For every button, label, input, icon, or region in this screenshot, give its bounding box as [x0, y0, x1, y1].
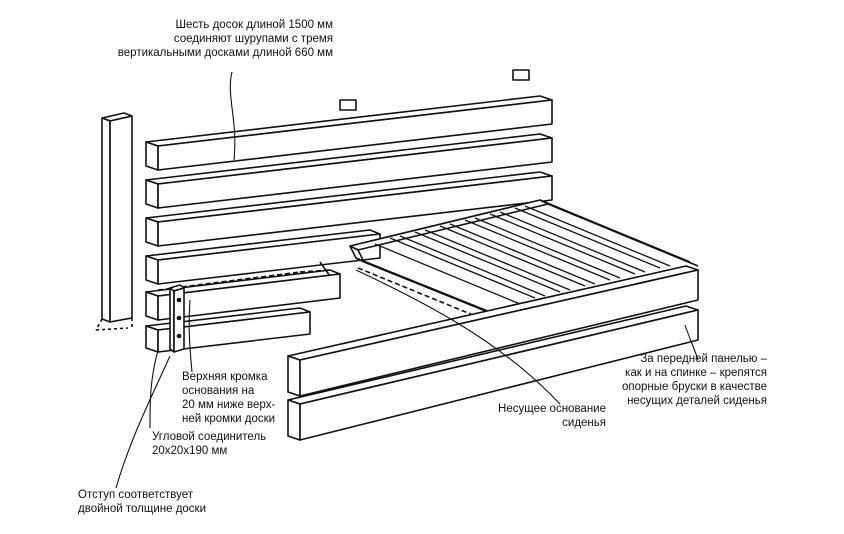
label-corner-connector: Угловой соединитель 20x20x190 мм	[152, 431, 267, 457]
label-front-panel: За передней панелью – как и на спинке – …	[621, 353, 767, 407]
back-boards	[145, 69, 553, 353]
front-panel	[287, 265, 699, 441]
label-back-boards: Шесть досок длиной 1500 мм соединяют шур…	[117, 19, 333, 59]
corner-connector	[169, 284, 185, 353]
label-top-edge: Верхняя кромка основания на 20 мм ниже в…	[182, 371, 276, 425]
label-seat-base: Несущее основание сиденья	[498, 403, 606, 429]
label-offset: Отступ соответствует двойной толщине дос…	[78, 489, 207, 515]
seat-frame	[319, 199, 699, 327]
leader-lines	[115, 71, 699, 489]
loose-vertical-board	[95, 112, 133, 331]
